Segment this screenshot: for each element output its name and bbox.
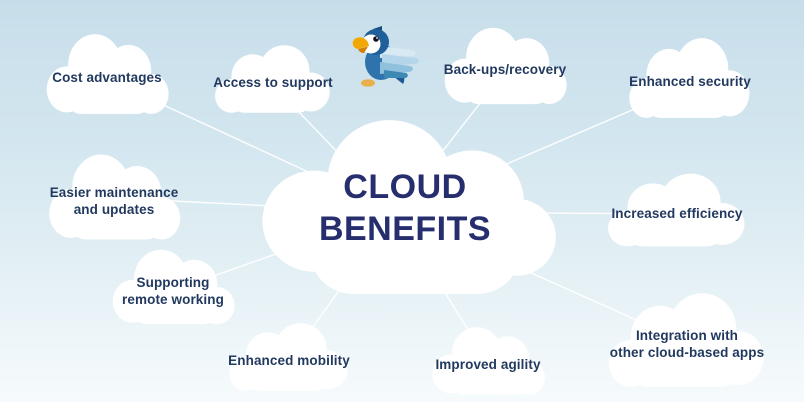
cloud-label: Enhanced security [629,74,751,90]
bird-icon [352,26,419,87]
cloud-label: Increased efficiency [611,206,743,222]
cloud-node-cost-advantages: Cost advantages [40,28,174,120]
cloud-node-access-to-support: Access to support [210,40,336,118]
cloud-node-increased-efficiency: Increased efficiency [602,168,752,252]
cloud-node-integration-apps: Integration with other cloud-based apps [602,286,772,394]
cloud-label: Easier maintenance and updates [49,185,179,217]
cloud-node-improved-agility: Improved agility [426,322,550,400]
cloud-label: Enhanced mobility [228,353,350,369]
center-title-line1: CLOUD [343,168,467,206]
cloud-node-enhanced-security: Enhanced security [624,32,756,124]
cloud-label: Access to support [213,75,333,91]
cloud-label: Improved agility [435,357,541,373]
center-title-line2: BENEFITS [318,210,492,248]
cloud-node-backups-recovery: Back-ups/recovery [438,22,572,110]
cloud-node-supporting-remote-working: Supporting remote working [106,244,240,330]
cloud-label: Back-ups/recovery [443,62,567,78]
center-cloud: CLOUD BENEFITS [250,114,560,296]
cloud-node-enhanced-mobility: Enhanced mobility [224,318,354,396]
cloud-label: Integration with other cloud-based apps [609,328,765,360]
cloud-label: Cost advantages [52,70,162,86]
cloud-node-easier-maintenance: Easier maintenance and updates [42,148,186,246]
center-title: CLOUD BENEFITS [250,114,560,296]
cloud-label: Supporting remote working [122,275,224,307]
